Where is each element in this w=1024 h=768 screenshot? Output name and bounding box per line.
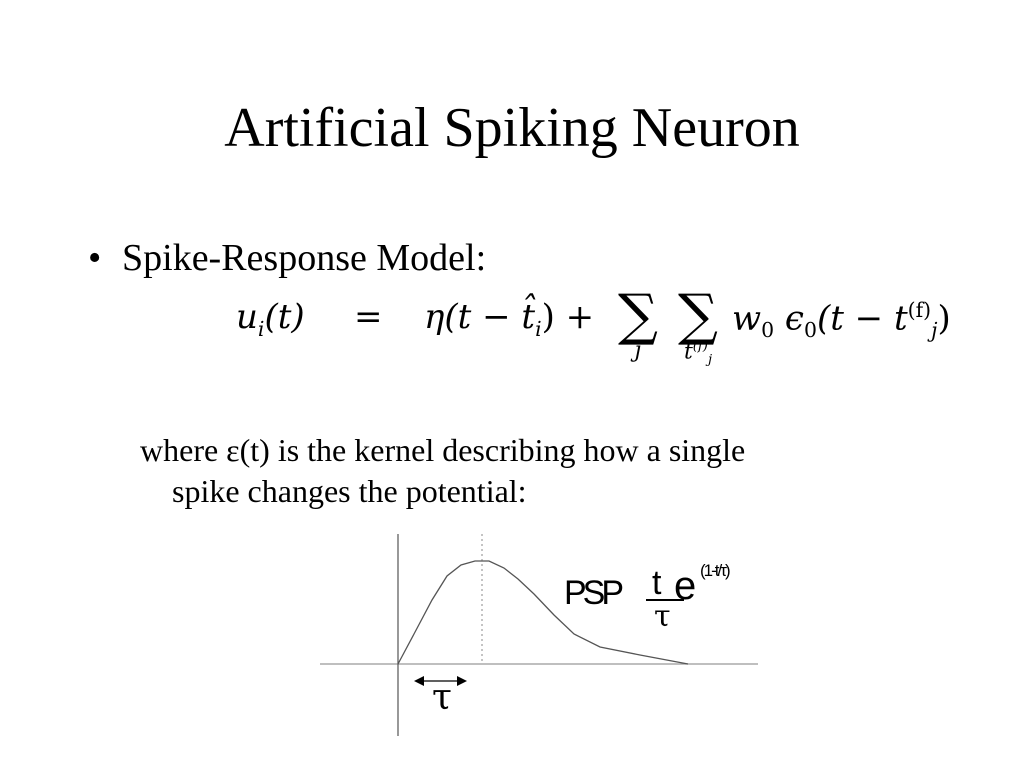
slide-title: Artificial Spiking Neuron: [224, 97, 800, 159]
psp-kernel-plot: [320, 534, 758, 736]
psp-kernel-curve: [397, 560, 689, 665]
tau-arrow-left-head: [414, 676, 424, 686]
bullet-text: Spike-Response Model:: [122, 237, 487, 279]
description-line-1: where ε(t) is the kernel describing how …: [140, 432, 746, 468]
exponential-e: e: [674, 564, 697, 608]
equation-refractory-term: η(t − t̂i) +: [424, 297, 595, 341]
description-line-2: spike changes the potential:: [172, 472, 527, 509]
tau-denominator: τ: [654, 599, 671, 634]
kernel-description: where ε(t) is the kernel describing how …: [140, 430, 920, 512]
t-numerator: t: [652, 564, 662, 602]
tau-arrow-right-head: [457, 676, 467, 686]
bullet-dot: •: [88, 237, 102, 279]
sum-over-spike-times: ∑ t(f)j: [678, 283, 718, 368]
psp-kernel-graph: PSP t τ e (1-t/τ) τ: [310, 530, 780, 750]
tau-marker-label: τ: [432, 677, 452, 718]
equation-kernel-term: w0 ϵ0(t − t(f)j): [732, 298, 951, 343]
exponent-label: (1-t/τ): [700, 561, 731, 580]
equation-lhs: ui(t): [236, 297, 305, 341]
sum-over-j: ∑ j: [618, 283, 658, 363]
bullet-item: • Spike-Response Model:: [88, 236, 486, 282]
equation-equals: =: [354, 297, 383, 337]
psp-label: PSP: [564, 574, 624, 612]
